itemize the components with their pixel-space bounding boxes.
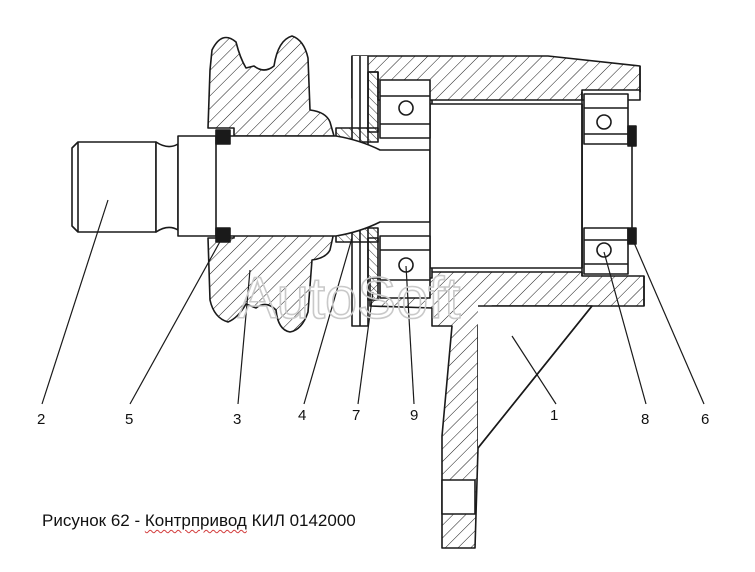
leader-line-2 xyxy=(41,199,109,405)
sprocket-part xyxy=(207,35,335,333)
end-ring-part xyxy=(627,125,637,245)
callout-label-5: 5 xyxy=(125,411,133,428)
leader-line-4 xyxy=(303,237,353,405)
right-bearing-part xyxy=(583,93,629,275)
leader-line-3 xyxy=(237,269,251,405)
leader-line-6 xyxy=(631,237,705,405)
callout-label-9: 9 xyxy=(410,407,418,424)
callout-label-8: 8 xyxy=(641,411,649,428)
caption-suffix: КИЛ 0142000 xyxy=(246,511,356,530)
callout-label-4: 4 xyxy=(298,407,306,424)
left-bearing-part xyxy=(379,79,431,299)
figure-caption: Рисунок 62 - Контрпривод КИЛ 0142000 xyxy=(42,511,356,531)
leader-line-5 xyxy=(129,237,223,405)
callout-label-1: 1 xyxy=(550,407,558,424)
caption-name: Контрпривод xyxy=(144,511,247,530)
callout-labels: 2 5 3 4 7 9 1 8 6 xyxy=(37,407,709,428)
callout-label-3: 3 xyxy=(233,411,241,428)
leader-lines xyxy=(41,199,705,405)
retaining-ring-part xyxy=(215,129,231,243)
shaft-part xyxy=(71,103,583,269)
leader-line-7 xyxy=(357,291,374,405)
watermark-text: AutoSoft xyxy=(238,266,460,331)
callout-label-7: 7 xyxy=(352,407,360,424)
leader-line-1 xyxy=(511,335,557,405)
callout-label-6: 6 xyxy=(701,411,709,428)
seal-part xyxy=(367,71,379,301)
callout-label-2: 2 xyxy=(37,411,45,428)
leader-line-8 xyxy=(603,251,647,405)
caption-prefix: Рисунок 62 - xyxy=(42,511,145,530)
leader-line-9 xyxy=(405,265,415,405)
